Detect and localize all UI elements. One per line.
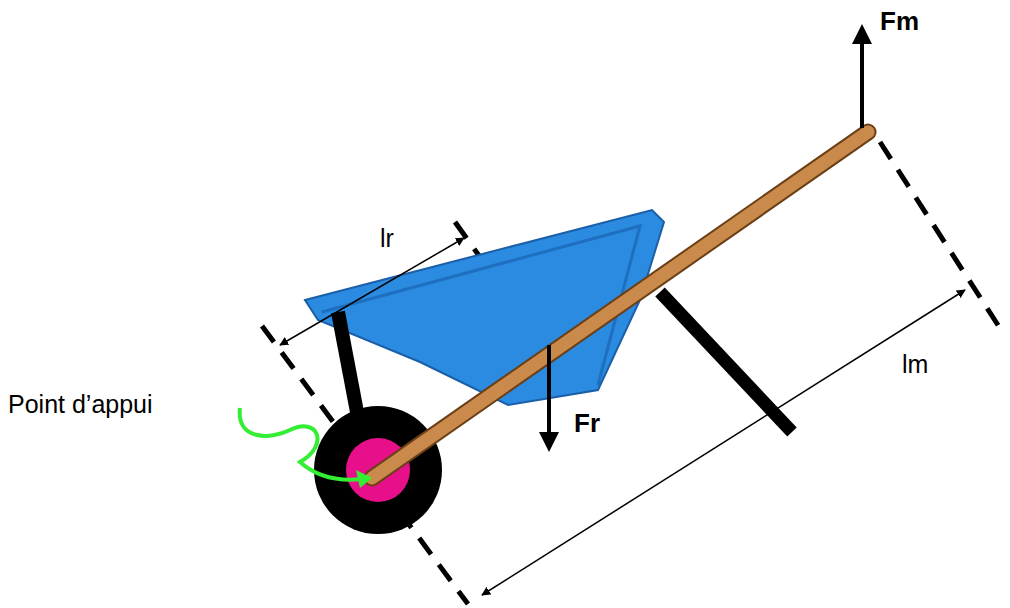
force-arrow <box>547 345 551 448</box>
dimension-line <box>280 238 464 345</box>
force-label: Fr <box>574 410 600 436</box>
support-label: Point d’appui <box>8 392 153 417</box>
reference-lines <box>262 142 1005 604</box>
handle-outline <box>372 132 868 478</box>
bucket-rim <box>322 226 640 385</box>
pointer-head <box>356 470 372 488</box>
dimension-line <box>482 290 965 595</box>
dimension-label: lm <box>902 352 928 377</box>
handle <box>372 132 868 478</box>
force-label: Fm <box>880 8 919 34</box>
dimension-label: lr <box>380 226 394 251</box>
pointer-arrow <box>240 408 370 480</box>
force-arrow <box>860 28 864 128</box>
